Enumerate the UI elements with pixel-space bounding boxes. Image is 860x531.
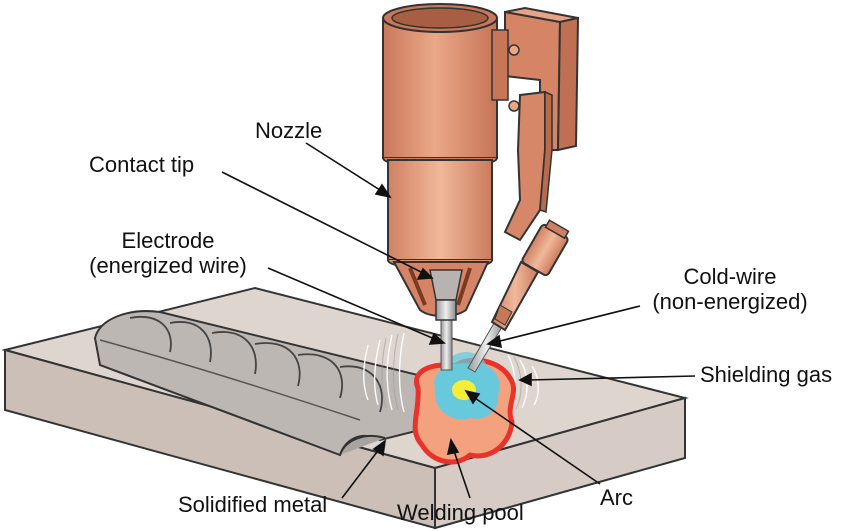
torch-nozzle (382, 3, 509, 321)
cold-wire-label-line2: (non-energized) (652, 289, 808, 315)
electrode-label-line1: Electrode (121, 228, 215, 253)
solidified-metal-label: Solidified metal (178, 492, 328, 517)
shielding-gas-streaks-dark (381, 333, 522, 411)
electrode-label: Electrode (energized wire) (68, 228, 268, 279)
cold-wire-label: Cold-wire (non-energized) (630, 264, 830, 315)
shielding-gas-label: Shielding gas (700, 362, 833, 387)
cold-wire-feeder (490, 6, 580, 332)
nozzle-label: Nozzle (255, 118, 323, 143)
contact-tip-label: Contact tip (89, 152, 195, 177)
welding-pool-label: Welding pool (397, 500, 524, 525)
electrode-label-line2: (energized wire) (89, 253, 247, 279)
arc-label: Arc (600, 485, 633, 510)
electrode-wire (440, 317, 453, 371)
solidified-metal-bead (93, 310, 440, 457)
leader-lines (221, 142, 696, 499)
cold-wire-label-line1: Cold-wire (683, 264, 777, 289)
